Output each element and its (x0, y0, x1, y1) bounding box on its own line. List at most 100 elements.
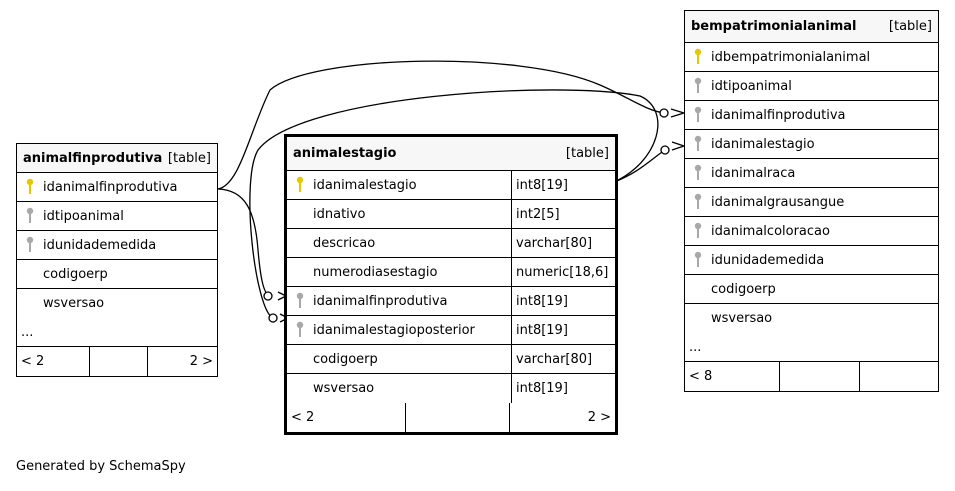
column-name: idanimalfinprodutiva (313, 293, 448, 309)
key-cell (685, 193, 711, 211)
table-animalfinprodutiva[interactable]: animalfinprodutiva [table] idanimalfinpr… (16, 143, 218, 377)
key-cell (17, 236, 43, 254)
column-type: int8[19] (511, 171, 615, 199)
column-name: numerodiasestagio (313, 264, 438, 280)
column-row: idunidademedida (17, 231, 217, 260)
nav-right[interactable]: 2 > (147, 347, 217, 376)
column-name: idanimalestagioposterior (313, 322, 475, 338)
table-header: animalestagio [table] (287, 137, 615, 171)
column-name: idanimalfinprodutiva (711, 107, 846, 123)
optional-marker-1 (263, 291, 273, 301)
foreign-key-icon (694, 106, 702, 122)
key-cell (685, 222, 711, 240)
column-list: idanimalfinprodutiva idtipoanimal idunidad… (17, 173, 217, 318)
nav-left[interactable]: < 2 (21, 354, 45, 369)
table-header: animalfinprodutiva [table] (17, 144, 217, 173)
footer-credit: Generated by SchemaSpy (16, 459, 186, 474)
column-type: varchar[80] (511, 229, 615, 257)
edge-bempatrimonialanimal-animalfinprodutiva (217, 60, 665, 190)
primary-key-icon (694, 48, 702, 64)
column-row: idanimalestagio int8[19] (287, 171, 615, 200)
key-cell (17, 178, 43, 196)
crowfoot-3 (670, 108, 685, 118)
foreign-key-icon (26, 236, 34, 252)
column-name: idtipoanimal (43, 208, 124, 224)
column-name: idnativo (313, 206, 366, 222)
column-row: idnativo int2[5] (287, 200, 615, 229)
primary-key-icon (296, 176, 304, 192)
column-name: idanimalgrausangue (711, 194, 845, 210)
column-name: idunidademedida (43, 237, 157, 253)
table-bempatrimonialanimal[interactable]: bempatrimonialanimal [table] idbempatrim… (684, 10, 939, 392)
nav-right[interactable]: 2 > (509, 403, 615, 432)
column-name: idanimalraca (711, 165, 796, 181)
more-row: ... (685, 333, 938, 362)
table-header: bempatrimonialanimal [table] (685, 11, 938, 43)
column-row: idtipoanimal (17, 202, 217, 231)
key-cell (685, 164, 711, 182)
column-type: varchar[80] (511, 345, 615, 373)
column-name: idbempatrimonialanimal (711, 49, 871, 65)
foreign-key-icon (296, 292, 304, 308)
table-animalestagio[interactable]: animalestagio [table] idanimalestagio int… (284, 134, 618, 435)
column-name: wsversao (313, 381, 375, 396)
column-list: idbempatrimonialanimal idtipoanimal idanim… (685, 43, 938, 333)
nav-middle (779, 362, 859, 391)
pagination-row: < 2 2 > (287, 403, 615, 432)
key-cell (17, 207, 43, 225)
table-name: animalfinprodutiva (23, 150, 163, 166)
foreign-key-icon (694, 193, 702, 209)
optional-marker-4 (660, 145, 670, 155)
column-row: idtipoanimal (685, 72, 938, 101)
pagination-row: < 2 2 > (17, 347, 217, 376)
table-kind: [table] (888, 19, 932, 34)
column-row: idanimalgrausangue (685, 188, 938, 217)
foreign-key-icon (694, 135, 702, 151)
more-indicator: ... (21, 324, 34, 340)
nav-left[interactable]: < 8 (689, 369, 713, 384)
foreign-key-icon (296, 321, 304, 337)
column-name: idanimalfinprodutiva (43, 179, 178, 195)
column-row: idanimalraca (685, 159, 938, 188)
key-cell (287, 176, 313, 194)
column-name: idanimalcoloracao (711, 223, 830, 239)
nav-middle (89, 347, 147, 376)
column-name: wsversao (43, 296, 105, 311)
crowfoot-4 (671, 141, 685, 151)
column-row: codigoerp (17, 260, 217, 289)
column-row: idanimalfinprodutiva (685, 101, 938, 130)
column-name: idunidademedida (711, 252, 825, 268)
column-row: wsversao (17, 289, 217, 318)
foreign-key-icon (694, 222, 702, 238)
column-name: descricao (313, 235, 376, 251)
column-row: idanimalfinprodutiva (17, 173, 217, 202)
column-type: int2[5] (511, 200, 615, 228)
column-name: idanimalestagio (313, 177, 417, 193)
foreign-key-icon (694, 77, 702, 93)
key-cell (287, 292, 313, 310)
foreign-key-icon (694, 164, 702, 180)
column-row: idanimalestagioposterior int8[19] (287, 316, 615, 345)
edge-bempatrimonialanimal-animalestagio (611, 149, 666, 184)
column-row: codigoerp (685, 275, 938, 304)
column-name: idanimalestagio (711, 136, 815, 152)
foreign-key-icon (26, 207, 34, 223)
more-indicator: ... (689, 339, 702, 355)
nav-left[interactable]: < 2 (291, 410, 315, 425)
table-kind: [table] (565, 146, 609, 161)
column-name: idtipoanimal (711, 78, 792, 94)
column-type: int8[19] (511, 287, 615, 315)
column-name: codigoerp (43, 266, 108, 282)
key-cell (685, 106, 711, 124)
column-row: descricao varchar[80] (287, 229, 615, 258)
column-type: numeric[18,6] (511, 258, 615, 286)
column-type: int8[19] (511, 374, 615, 403)
column-name: wsversao (711, 311, 773, 326)
table-name: bempatrimonialanimal (691, 19, 857, 34)
edge-animalestagio-self (249, 89, 659, 319)
column-row: idunidademedida (685, 246, 938, 275)
key-cell (685, 251, 711, 269)
column-type: int8[19] (511, 316, 615, 344)
